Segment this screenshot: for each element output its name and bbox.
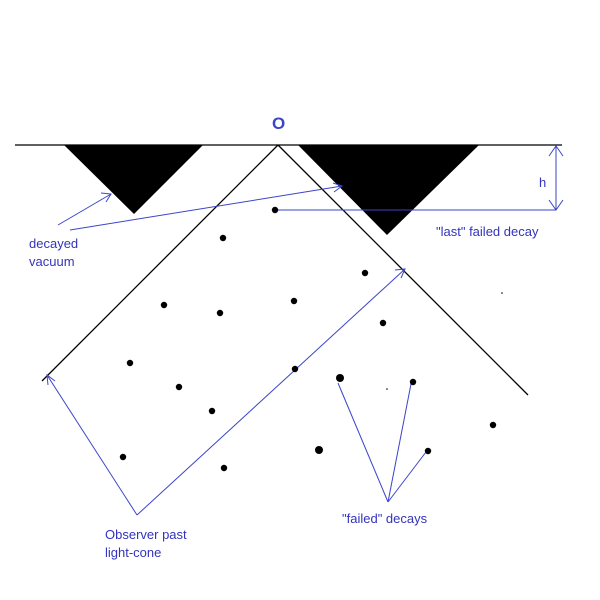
decayed-vacuum-label-2: vacuum: [29, 254, 75, 269]
failed-decay-dot: [336, 374, 344, 382]
failed-decay-dot: [424, 447, 432, 455]
light-cone-right-edge: [277, 144, 529, 396]
decayed-vacuum-label: decayed: [29, 236, 78, 251]
failed-decay-dot: [160, 301, 168, 309]
failed-decay-dot: [219, 234, 227, 242]
light-cone-left-edge: [41, 144, 279, 382]
failed-decays-arrows: [337, 382, 427, 503]
failed-decay-dot: [489, 421, 497, 429]
failed-decay-dots: [119, 206, 503, 472]
origin-label: O: [272, 114, 285, 133]
tiny-speck: [386, 388, 388, 390]
failed-decay-dot: [290, 297, 298, 305]
decayed-vacuum-arrows: [57, 182, 344, 231]
failed-decay-dot: [379, 319, 387, 327]
observer-light-cone-arrows: [46, 268, 406, 516]
failed-decay-dot: [126, 359, 134, 367]
failed-decay-dot: [409, 378, 417, 386]
failed-decay-dot: [361, 269, 369, 277]
failed-decays-label: "failed" decays: [342, 511, 428, 526]
failed-decay-dot: [175, 383, 183, 391]
decayed-vacuum-bubble-right: [298, 145, 479, 235]
failed-decay-dot: [315, 446, 323, 454]
failed-decay-dot: [291, 365, 299, 373]
failed-decay-dot: [216, 309, 224, 317]
failed-decay-dot-last: [271, 206, 279, 214]
failed-decay-dot: [220, 464, 228, 472]
observer-light-cone-label-2: light-cone: [105, 545, 161, 560]
tiny-speck: [501, 292, 503, 294]
h-label: h: [539, 175, 546, 190]
last-failed-decay-label: "last" failed decay: [436, 224, 539, 239]
failed-decay-dot: [119, 453, 127, 461]
h-dimension-arrow: [548, 145, 564, 211]
failed-decay-dot: [208, 407, 216, 415]
decayed-vacuum-bubble-left: [64, 145, 203, 214]
observer-light-cone-label: Observer past: [105, 527, 187, 542]
